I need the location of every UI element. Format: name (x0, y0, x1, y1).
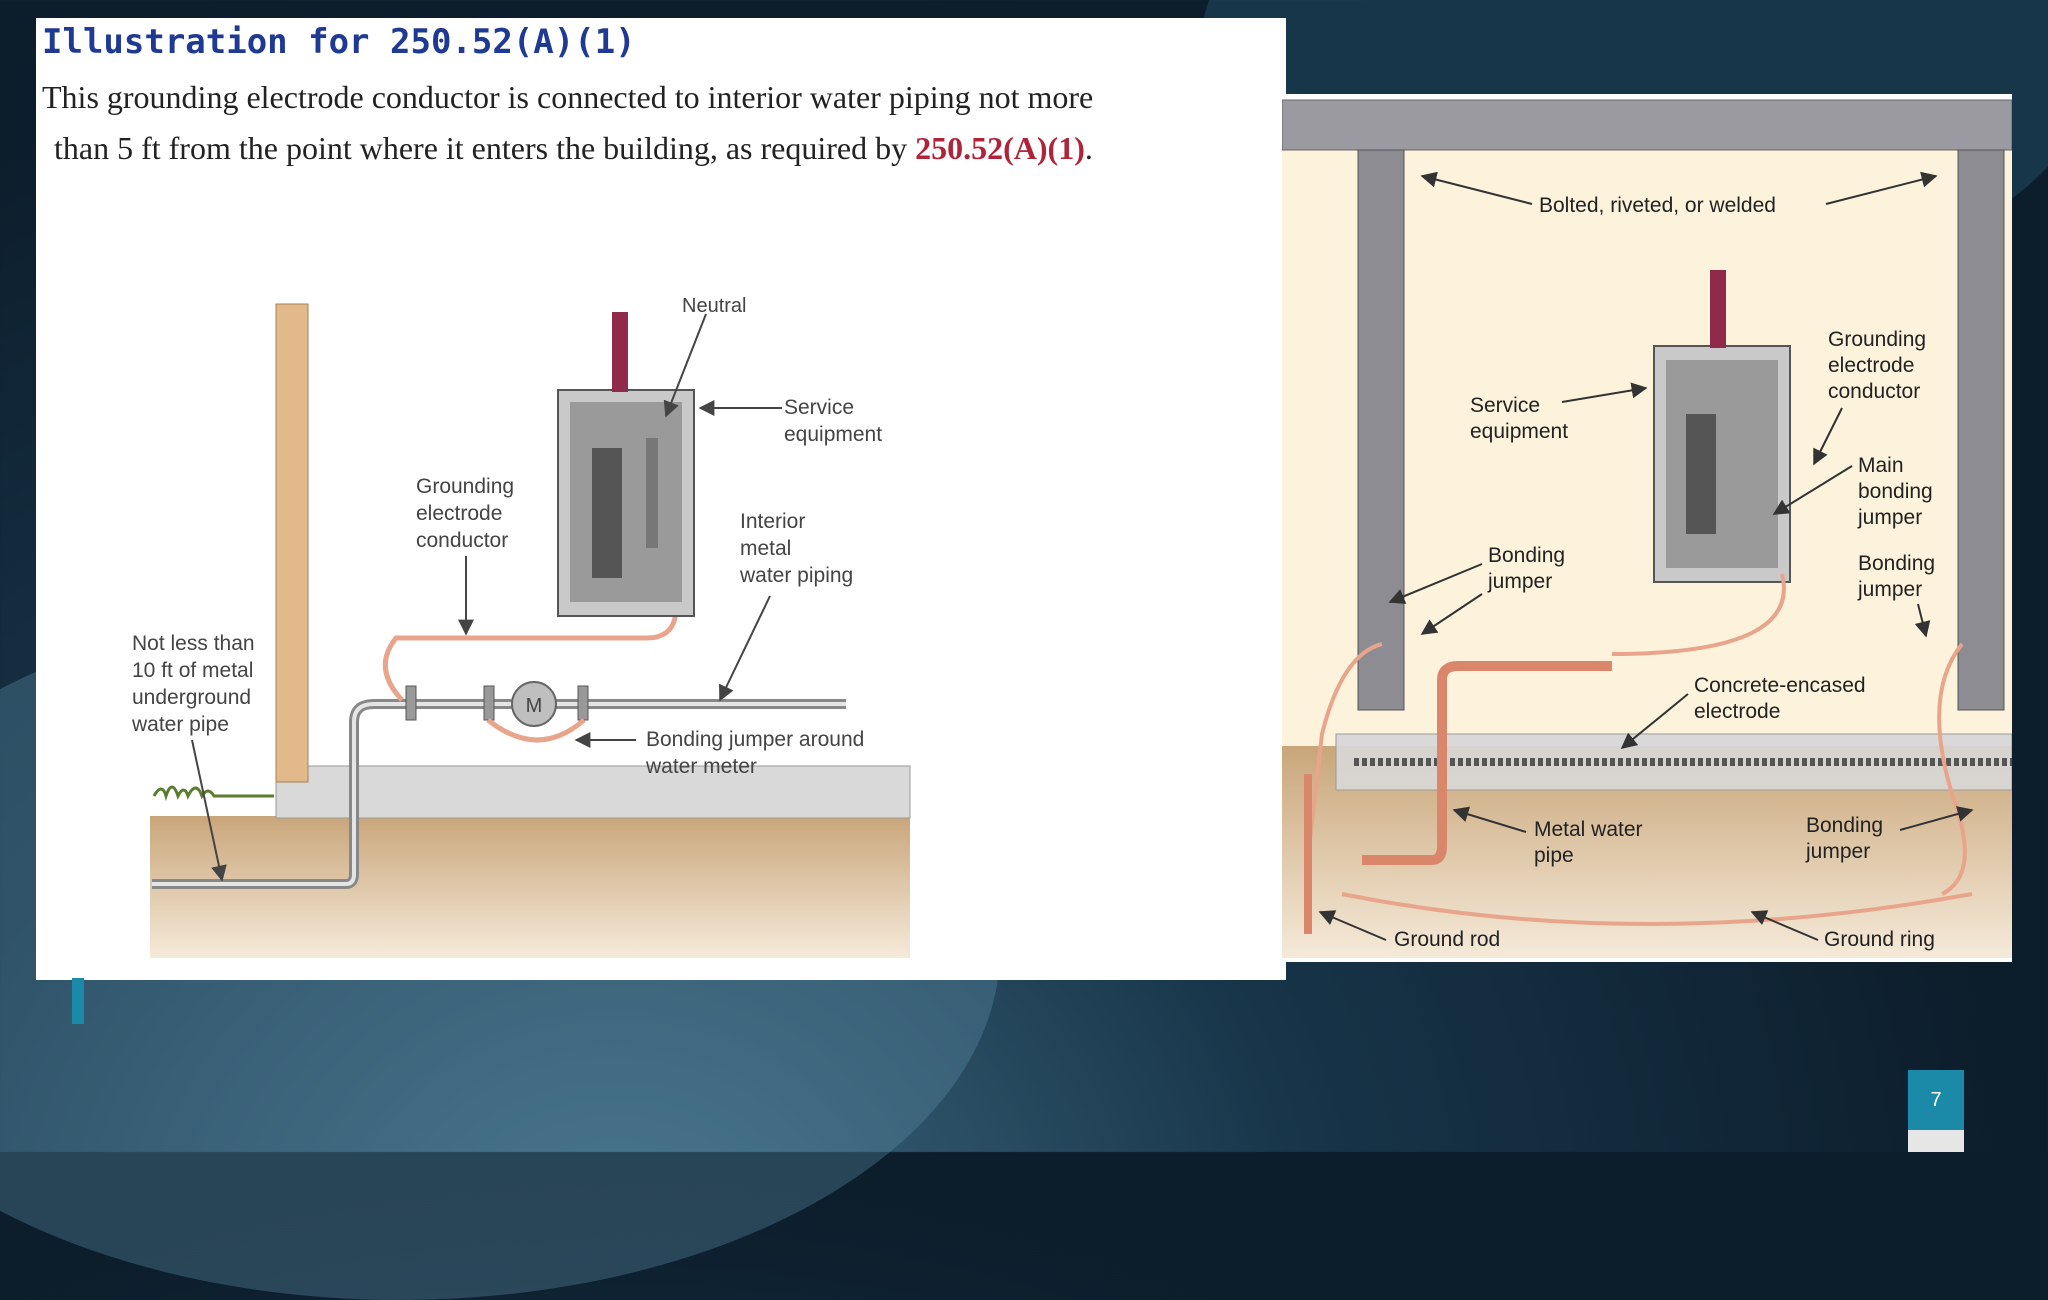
pipe-clamp (483, 685, 495, 721)
label-gec-3: conductor (1828, 380, 1920, 403)
label-service-equipment-1: Service (1470, 394, 1540, 417)
steel-column-left (1357, 149, 1405, 711)
metal-pipe-arrow (1452, 806, 1527, 833)
gec-wire (1611, 573, 1786, 656)
bonding-right-arrow (1914, 603, 1931, 638)
label-bonding-meter-1: Bonding jumper around (646, 728, 864, 751)
label-ground-ring: Ground ring (1824, 928, 1935, 951)
water-pipe-grounding-diagram: M Neutral Service equipment Grounding el… (131, 295, 911, 958)
ground-rod-arrow (1318, 910, 1387, 941)
steel-column-right (1957, 149, 2005, 711)
label-concrete-1: Concrete-encased (1694, 674, 1866, 697)
wall-stud (275, 303, 309, 783)
panel-busbar (646, 438, 658, 548)
right-illustration-panel: Bolted, riveted, or welded Service equip… (1282, 94, 2012, 962)
label-not-less-1: Not less than (132, 632, 255, 655)
caption-line-2-text: than 5 ft from the point where it enters… (54, 130, 916, 166)
underground-water-pipe-highlight (152, 702, 846, 886)
label-not-less-3: underground (132, 686, 251, 709)
bonding-left-arrow-1 (1388, 563, 1483, 604)
service-conduit (1710, 270, 1726, 348)
neutral-arrow (663, 313, 707, 418)
slide-number: 7 (1908, 1070, 1964, 1130)
panel-interior (1666, 360, 1778, 568)
slide-title: Illustration for 250.52(A)(1) (42, 22, 636, 62)
label-bolted: Bolted, riveted, or welded (1539, 194, 1776, 217)
panel-interior (570, 402, 682, 602)
label-gec-1: Grounding (416, 475, 514, 498)
pipe-clamp (577, 685, 589, 721)
label-interior-piping-3: water piping (739, 564, 853, 587)
label-interior-piping-2: metal (740, 537, 791, 560)
bolted-arrow-right (1825, 171, 1938, 205)
ground-ring (1341, 892, 1973, 926)
label-not-less-4: water pipe (131, 713, 229, 736)
label-gec-3: conductor (416, 529, 508, 552)
label-main-bonding-3: jumper (1857, 506, 1922, 529)
slide-number-tab (1908, 1130, 1964, 1152)
label-ground-rod: Ground rod (1394, 928, 1500, 951)
label-bonding-bottom-2: jumper (1805, 840, 1870, 863)
steel-beam (1282, 99, 2012, 151)
panel-breakers (592, 448, 622, 578)
bonding-jumper-right-wire (1937, 642, 1967, 896)
water-meter (511, 681, 557, 727)
label-not-less-2: 10 ft of metal (132, 659, 253, 682)
gec-arrow (1813, 407, 1843, 466)
label-bonding-right-1: Bonding (1858, 552, 1935, 575)
grounding-electrode-system-diagram: Bolted, riveted, or welded Service equip… (1282, 99, 2012, 958)
label-gec-1: Grounding (1828, 328, 1926, 351)
main-bonding-arrow (1772, 465, 1853, 515)
label-gec-2: electrode (1828, 354, 1914, 377)
caption-line-1: This grounding electrode conductor is co… (42, 79, 1094, 115)
caption-period: . (1084, 130, 1093, 166)
label-bonding-left-1: Bonding (1488, 544, 1565, 567)
accent-bar (72, 978, 84, 1024)
label-service-equipment-2: equipment (784, 423, 882, 446)
bolted-arrow-left (1420, 171, 1533, 205)
caption-line-2: than 5 ft from the point where it enters… (42, 123, 1282, 174)
bonding-jumper-wire (1304, 642, 1383, 875)
concrete-slab (275, 765, 911, 819)
metal-water-pipe (1362, 661, 1612, 865)
label-bonding-meter-2: water meter (645, 755, 757, 778)
bonding-bottom-arrow (1899, 806, 1974, 831)
label-main-bonding-2: bonding (1858, 480, 1933, 503)
caption-code-reference: 250.52(A)(1) (915, 130, 1085, 166)
label-metal-pipe-2: pipe (1534, 844, 1574, 867)
label-concrete-2: electrode (1694, 700, 1780, 723)
label-bonding-bottom-1: Bonding (1806, 814, 1883, 837)
label-metal-pipe-1: Metal water (1534, 818, 1643, 841)
ground-ring-arrow (1750, 910, 1819, 941)
label-service-equipment-2: equipment (1470, 420, 1568, 443)
service-conduit (612, 312, 628, 392)
panel-breakers (1686, 414, 1716, 534)
label-main-bonding-1: Main (1858, 454, 1904, 477)
bonding-left-arrow-2 (1420, 593, 1483, 635)
meter-bonding-jumper (486, 718, 586, 743)
concrete-arrow (1620, 693, 1689, 750)
service-equipment-arrow (1561, 382, 1648, 403)
title-prefix: Illustration for (42, 22, 390, 62)
left-illustration-panel: Illustration for 250.52(A)(1) This groun… (36, 18, 1286, 980)
label-interior-piping-1: Interior (740, 510, 805, 533)
label-bonding-left-2: jumper (1487, 570, 1552, 593)
label-service-equipment-1: Service (784, 396, 854, 419)
pipe-clamp (405, 685, 417, 721)
label-bonding-right-2: jumper (1857, 578, 1922, 601)
title-reference: 250.52(A)(1) (390, 22, 636, 62)
grass (152, 785, 274, 802)
interior-piping-arrow (719, 595, 771, 702)
grounding-electrode-conductor (382, 438, 679, 702)
water-meter-symbol: M (526, 695, 543, 717)
caption: This grounding electrode conductor is co… (42, 72, 1282, 174)
label-gec-2: electrode (416, 502, 502, 525)
not-less-arrow (191, 739, 227, 882)
label-neutral: Neutral (682, 295, 746, 317)
